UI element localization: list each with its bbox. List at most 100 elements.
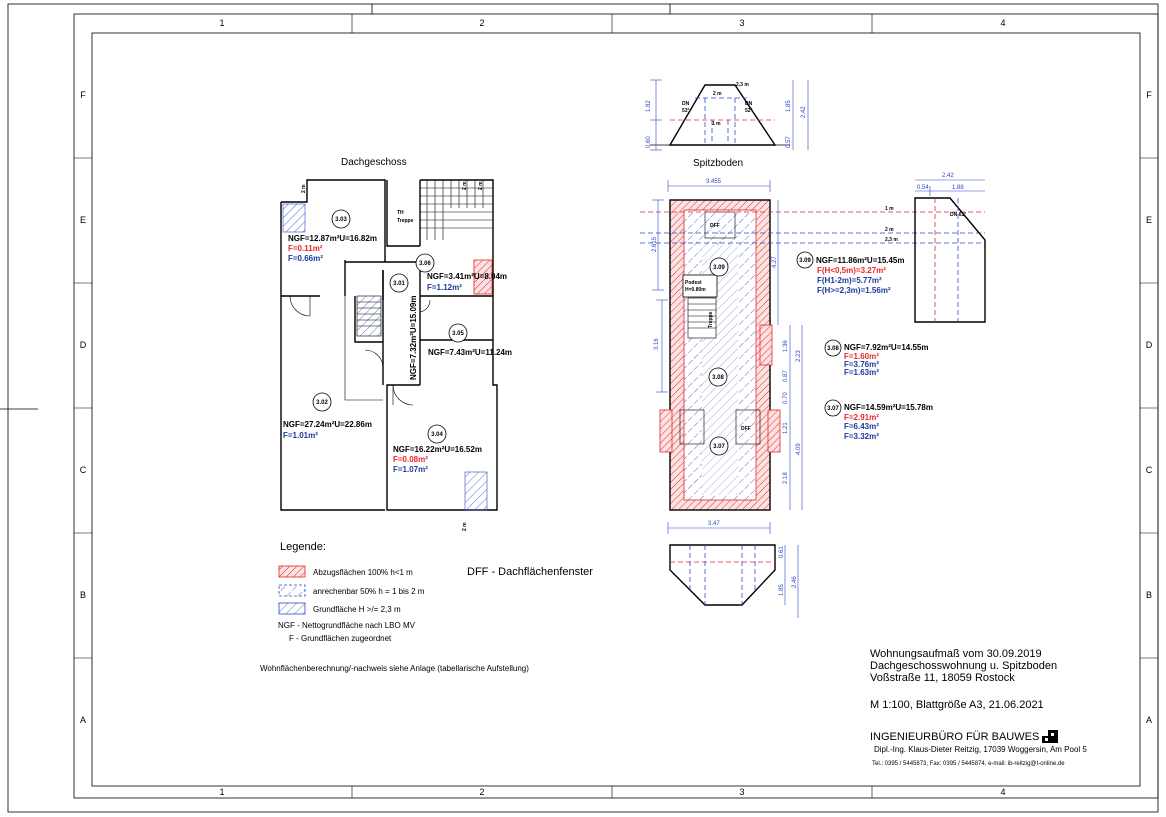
- row-label-F: F: [80, 90, 86, 100]
- col-label-1: 1: [219, 18, 224, 28]
- row-label-C-right: C: [1146, 465, 1153, 475]
- top-dim-182: 1.82: [646, 100, 652, 112]
- room-302-f-blue: F=1.01m²: [283, 431, 318, 440]
- col-label-3b: 3: [739, 787, 744, 797]
- drawing-frame: [91, 32, 1141, 787]
- legend-dff: DFF - Dachflächenfenster: [467, 566, 593, 578]
- col-label-1b: 1: [219, 787, 224, 797]
- row-label-D-right: D: [1146, 340, 1153, 350]
- sb-dim-347: 3.47: [708, 521, 720, 527]
- top-dim-242: 2.42: [801, 106, 807, 118]
- roof-section-right: 2.42 0.54 1.88 DN 61° 1 m 2 m 2,3 m: [885, 173, 986, 323]
- col-label-4b: 4: [1000, 787, 1005, 797]
- row-label-B: B: [80, 590, 86, 600]
- room-307-f2: F=6.43m²: [844, 422, 879, 431]
- room-301-ngf: NGF=7.32m²U=15.09m: [409, 296, 418, 381]
- right-dim-2m: 2 m: [885, 227, 894, 233]
- col-label-4: 4: [1000, 18, 1005, 28]
- room-309-number: 3.09: [799, 258, 811, 264]
- room-309-ngf: NGF=11.86m²U=15.45m: [816, 256, 905, 265]
- sb-room-307-circle: 3.07: [713, 444, 725, 450]
- room-302-ngf: NGF=27.24m²U=22.86m: [283, 420, 372, 429]
- room-307-number: 3.07: [827, 406, 839, 412]
- row-label-A-right: A: [1146, 715, 1152, 725]
- legend-f: F - Grundflächen zugeordnet: [289, 634, 392, 643]
- room-309-f2: F(H1-2m)=5.77m²: [817, 276, 882, 285]
- room-308-f2: F=3.76m²: [844, 360, 879, 369]
- dff-top: DFF: [710, 223, 720, 229]
- sb-dim-409: 4.09: [796, 443, 802, 455]
- treppe-label: Treppe: [397, 218, 414, 224]
- row-label-C: C: [80, 465, 87, 475]
- room-308-f3: F=1.63m²: [844, 368, 879, 377]
- room-303-ngf: NGF=12.87m²U=16.82m: [288, 234, 377, 243]
- legend: Legende: Abzugsflächen 100% h<1 m anrech…: [260, 541, 593, 673]
- plan-spitzboden: Spitzboden 3.455 Podest H=0.80m Treppe D…: [640, 158, 985, 511]
- room-302-number: 3.02: [316, 400, 328, 406]
- room-306-ngf: NGF=3.41m²U=8.04m: [427, 272, 507, 281]
- room-303-f-blue: F=0.66m²: [288, 254, 323, 263]
- col-label-2: 2: [479, 18, 484, 28]
- dn-right: DN: [745, 101, 753, 107]
- legend-item-3: Grundfläche H >/= 2,3 m: [313, 605, 401, 614]
- grid-labels: 1 2 3 4 1 2 3 4 F E D C B A F E D C B A: [80, 18, 1153, 797]
- room-307-f3: F=3.32m²: [844, 432, 879, 441]
- title-line-2: Dachgeschosswohnung u. Spitzboden: [870, 660, 1057, 672]
- room-305-number: 3.05: [452, 331, 464, 337]
- legend-title: Legende:: [280, 541, 326, 553]
- stair-top: [420, 180, 493, 240]
- sb-dim-070: 0.70: [783, 392, 789, 404]
- sb-room-309-circle: 3.09: [713, 265, 725, 271]
- grid-column-markers: [74, 14, 1158, 798]
- room-308-f1: F=1.60m²: [844, 352, 879, 361]
- row-label-B-right: B: [1146, 590, 1152, 600]
- sb-room-308-circle: 3.08: [712, 375, 724, 381]
- bot-dim-061: 0.61: [779, 546, 785, 558]
- room-301-number: 3.01: [393, 281, 405, 287]
- sb-dim-087: 0.87: [783, 370, 789, 382]
- sb-dim-3455: 3.455: [706, 179, 722, 185]
- room-306-number: 3.06: [419, 261, 431, 267]
- legend-note: Wohnflächenberechnung/-nachweis siehe An…: [260, 664, 529, 673]
- top-dim-1m: 1 m: [712, 121, 721, 127]
- outer-frame: [7, 3, 1159, 813]
- dn-left: DN: [682, 101, 690, 107]
- right-dim-23m: 2,3 m: [885, 237, 898, 243]
- dim-2m-d: 2 m: [462, 522, 468, 531]
- room-304-f-blue: F=1.07m²: [393, 465, 428, 474]
- sb-dim-2615: 2.615: [652, 236, 658, 252]
- right-dim-242: 2.42: [942, 173, 954, 179]
- dim-2m-b: 2 m: [462, 181, 468, 190]
- legend-ngf: NGF - Nettogrundfläche nach LBO MV: [278, 621, 416, 630]
- room-308-ngf: NGF=7.92m²U=14.55m: [844, 343, 929, 352]
- sb-dim-121: 1.21: [783, 422, 789, 434]
- row-label-A: A: [80, 715, 86, 725]
- room-304-number: 3.04: [431, 432, 443, 438]
- right-dim-054: 0.54: [917, 185, 929, 191]
- row-label-F-right: F: [1146, 90, 1152, 100]
- sb-dim-316: 3.16: [654, 338, 660, 350]
- legend-item-2: anrechenbar 50% h = 1 bis 2 m: [313, 587, 425, 596]
- title-block: Wohnungsaufmaß vom 30.09.2019 Dachgescho…: [870, 648, 1087, 767]
- row-label-D: D: [80, 340, 87, 350]
- sb-dim-223: 2.23: [796, 350, 802, 362]
- room-309-f1: F(H<0,5m)=3.27m²: [817, 266, 886, 275]
- dim-2m-c: 2 m: [478, 181, 484, 190]
- top-dim-2m: 2 m: [713, 91, 722, 97]
- plan-dachgeschoss: Dachgeschoss: [280, 157, 512, 531]
- dim-2m-a: 2 m: [301, 184, 307, 193]
- treppe-spitz: Treppe: [708, 311, 714, 328]
- grid-frame: [73, 13, 1159, 799]
- top-dim-057: 0.57: [786, 136, 792, 148]
- room-305-ngf: NGF=7.43m²U=11.24m: [428, 348, 512, 357]
- right-dim-1m: 1 m: [885, 206, 894, 212]
- title-scale: M 1:100, Blattgröße A3, 21.06.2021: [870, 699, 1044, 711]
- room-304-f-red: F=0.08m²: [393, 455, 428, 464]
- dff-bottom: DFF: [741, 426, 751, 432]
- title-contact: Tel.: 0395 / 5445873, Fax: 0395 / 544587…: [872, 761, 1065, 767]
- top-dim-060: 0.60: [646, 136, 652, 148]
- room-303-f-red: F=0.11m²: [288, 244, 323, 253]
- office-logo-icon: [1040, 729, 1060, 743]
- room-307-ngf: NGF=14.59m²U=15.78m: [844, 403, 933, 412]
